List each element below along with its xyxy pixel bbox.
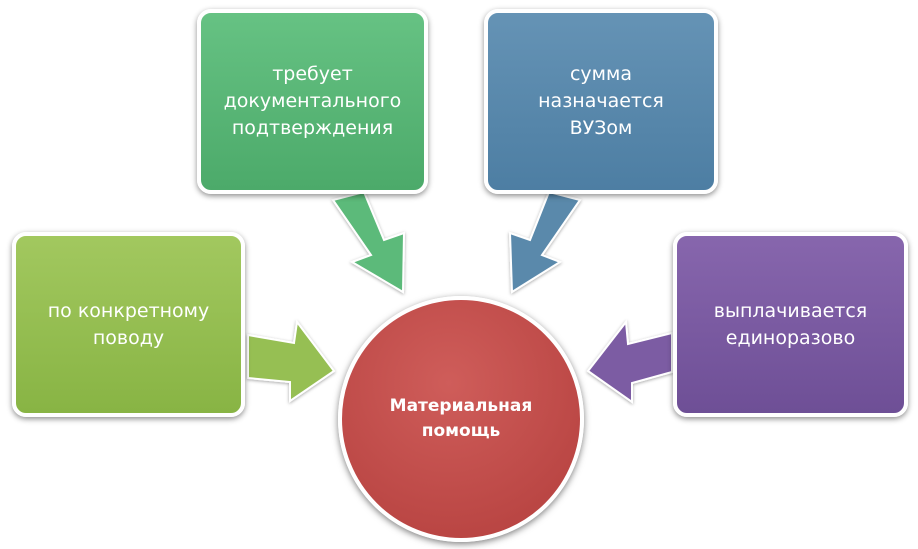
arrow-left [247,319,336,403]
center-line: Материальная [389,396,533,417]
node-line: подтверждения [231,116,394,139]
arrow-right [586,319,673,404]
node-one-time-payment: выплачивается единоразово [673,232,908,417]
node-line: документального [223,90,402,113]
center-node-financial-aid: Материальная помощь [338,296,584,542]
node-line: сумма [569,63,632,86]
arrow-top-left [331,190,406,294]
node-line: единоразово [725,326,856,349]
arrow-top-right [508,190,582,294]
node-line: ВУЗом [569,116,633,139]
node-line: по конкретному [47,299,210,322]
node-line: требует [272,63,353,86]
node-line: выплачивается [713,299,868,322]
node-amount-assigned: сумма назначается ВУЗом [484,9,718,194]
node-documentary-confirmation: требует документального подтверждения [197,9,428,194]
node-specific-occasion: по конкретному поводу [12,232,245,417]
node-line: назначается [538,90,664,113]
node-line: поводу [92,326,165,349]
center-line: помощь [421,421,501,441]
